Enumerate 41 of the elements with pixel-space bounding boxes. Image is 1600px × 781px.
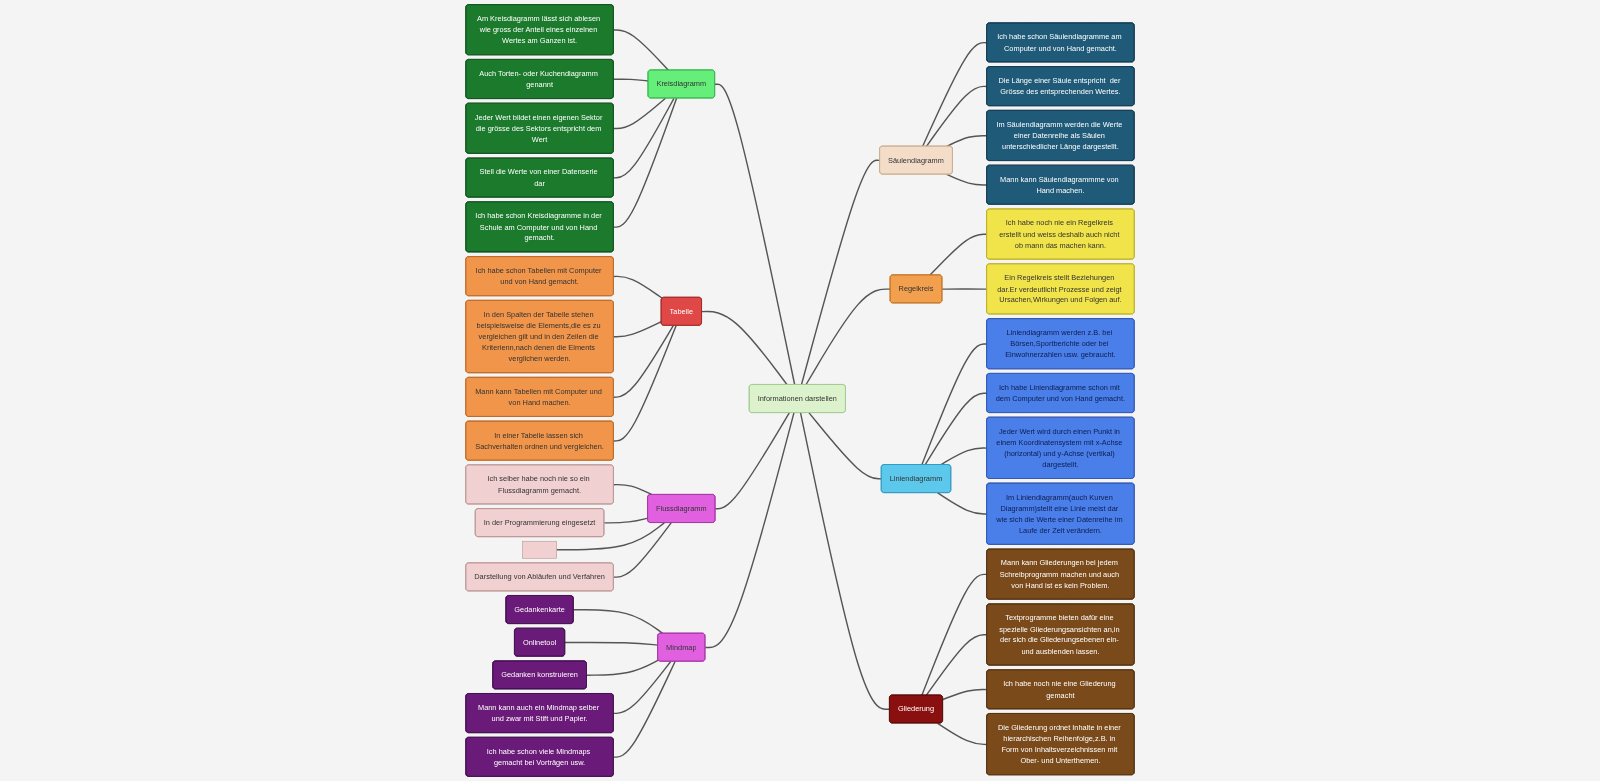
connector: [572, 609, 664, 635]
connector: [701, 310, 788, 386]
connector: [613, 660, 672, 715]
connector: [808, 412, 883, 480]
connector: [704, 412, 795, 649]
connector: [924, 392, 988, 466]
connector: [921, 343, 988, 466]
connector: [942, 688, 988, 701]
connector: [946, 173, 988, 186]
connector: [805, 288, 892, 386]
connector: [946, 134, 988, 147]
connector: [714, 412, 790, 510]
connector: [921, 573, 988, 696]
connector: [800, 159, 881, 386]
connector: [922, 41, 988, 147]
connector: [799, 412, 891, 710]
connector: [925, 85, 988, 147]
connector: [586, 659, 659, 676]
connector: [613, 97, 678, 228]
connector: [929, 233, 988, 276]
connector: [613, 320, 663, 338]
connector: [555, 522, 665, 551]
connector: [613, 97, 675, 179]
connector: [613, 78, 649, 82]
connector: [613, 324, 674, 398]
connector: [940, 447, 988, 466]
connector: [937, 492, 988, 515]
connector: [613, 660, 676, 758]
connector: [613, 97, 667, 130]
connector: [925, 634, 988, 696]
connector: [564, 641, 659, 646]
connector: [613, 522, 672, 578]
connector: [714, 83, 796, 386]
connector: [937, 722, 988, 746]
connector: [613, 29, 670, 71]
connector: [603, 517, 649, 524]
connector: [613, 275, 664, 299]
connector: [613, 483, 653, 496]
node-box: [522, 540, 557, 559]
connector: [941, 288, 988, 290]
connector: [613, 324, 677, 442]
